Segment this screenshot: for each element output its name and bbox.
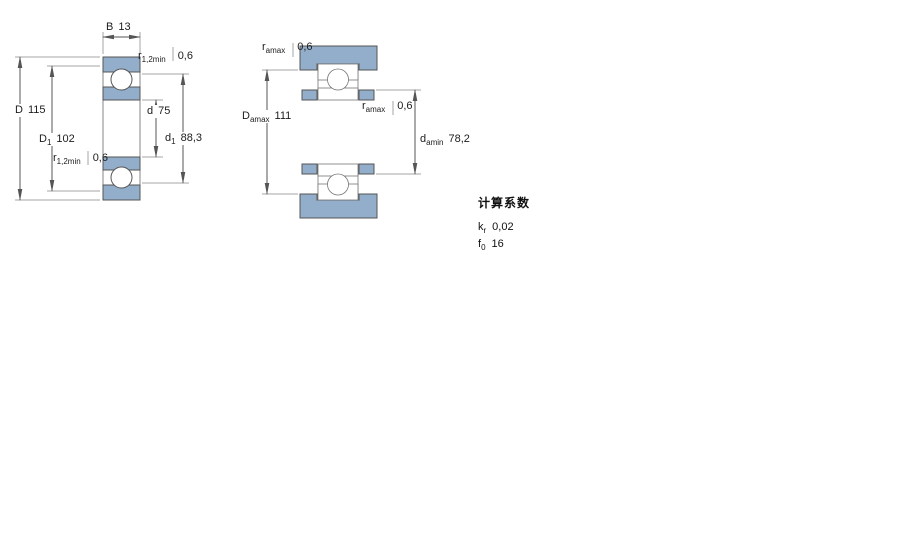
left-view-cross-section — [102, 56, 141, 201]
outline-ball-bottom — [327, 173, 349, 196]
left-view-dimension-lines — [15, 32, 189, 201]
ball-bottom — [110, 166, 133, 189]
shaft-shoulder-bottom-right — [358, 163, 375, 175]
factors-title: 计算系数 — [478, 196, 531, 210]
shaft-shoulder-top-right — [358, 89, 375, 101]
right-view-dimension-lines — [262, 43, 421, 195]
shaft-shoulder-bottom-left — [301, 163, 318, 175]
shaft-shoulder-top-left — [301, 89, 318, 101]
ball-top — [110, 68, 133, 91]
right-view-abutment — [299, 45, 378, 219]
outline-ball-top — [327, 68, 349, 91]
